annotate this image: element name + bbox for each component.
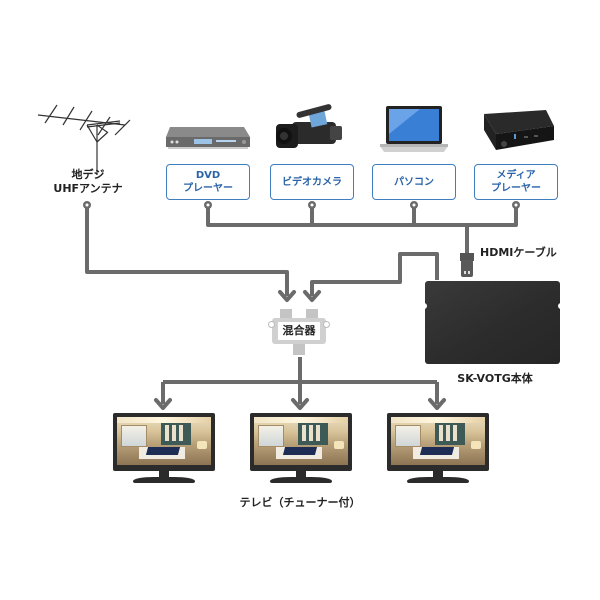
arrow-head	[278, 290, 296, 302]
antenna-wire	[85, 207, 289, 296]
media-player-icon	[484, 110, 554, 150]
antenna-label-line2: UHFアンテナ	[53, 182, 123, 195]
source-box-dvd-player: DVD プレーヤー	[166, 164, 250, 200]
mixer-input-port	[306, 309, 318, 319]
sk-votg-unit	[424, 281, 561, 364]
arrow-head	[428, 398, 446, 410]
source-label: ビデオカメラ	[282, 176, 342, 188]
tv-screen-image	[391, 417, 485, 465]
tv	[387, 413, 489, 485]
tv-label: テレビ（チューナー付）	[239, 496, 361, 509]
antenna-label: 地デジ UHFアンテナ	[50, 168, 126, 196]
arrow-head	[303, 290, 321, 302]
mixer-input-port	[280, 309, 292, 319]
unit-label: SK-VOTG本体	[457, 372, 533, 385]
hdmi-plug-icon	[460, 253, 474, 277]
tv	[250, 413, 352, 485]
unit-to-mixer-wire	[310, 252, 439, 296]
mixer-output-port	[293, 344, 305, 355]
laptop-icon	[380, 106, 448, 152]
source-label: パソコン	[394, 176, 434, 188]
antenna-label-line1: 地デジ	[71, 168, 105, 181]
arrow-head	[291, 398, 309, 410]
source-label: DVD	[195, 170, 221, 181]
source-bus	[206, 207, 518, 227]
source-box-pc: パソコン	[372, 164, 456, 200]
mixer-label: 混合器	[278, 322, 320, 340]
video-camera-icon	[276, 104, 342, 148]
antenna-icon	[37, 104, 131, 175]
mixer: 混合器	[268, 318, 330, 344]
source-box-video-camera: ビデオカメラ	[270, 164, 354, 200]
tv	[113, 413, 215, 485]
source-label: プレーヤー	[491, 183, 541, 194]
arrow-head	[154, 398, 172, 410]
source-label: プレーヤー	[183, 183, 233, 194]
hdmi-cable-label: HDMIケーブル	[480, 246, 557, 259]
source-label: メディア	[496, 170, 536, 181]
dvd-player-icon	[166, 127, 250, 149]
tv-screen-image	[254, 417, 348, 465]
source-box-media-player: メディア プレーヤー	[474, 164, 558, 200]
tv-screen-image	[117, 417, 211, 465]
